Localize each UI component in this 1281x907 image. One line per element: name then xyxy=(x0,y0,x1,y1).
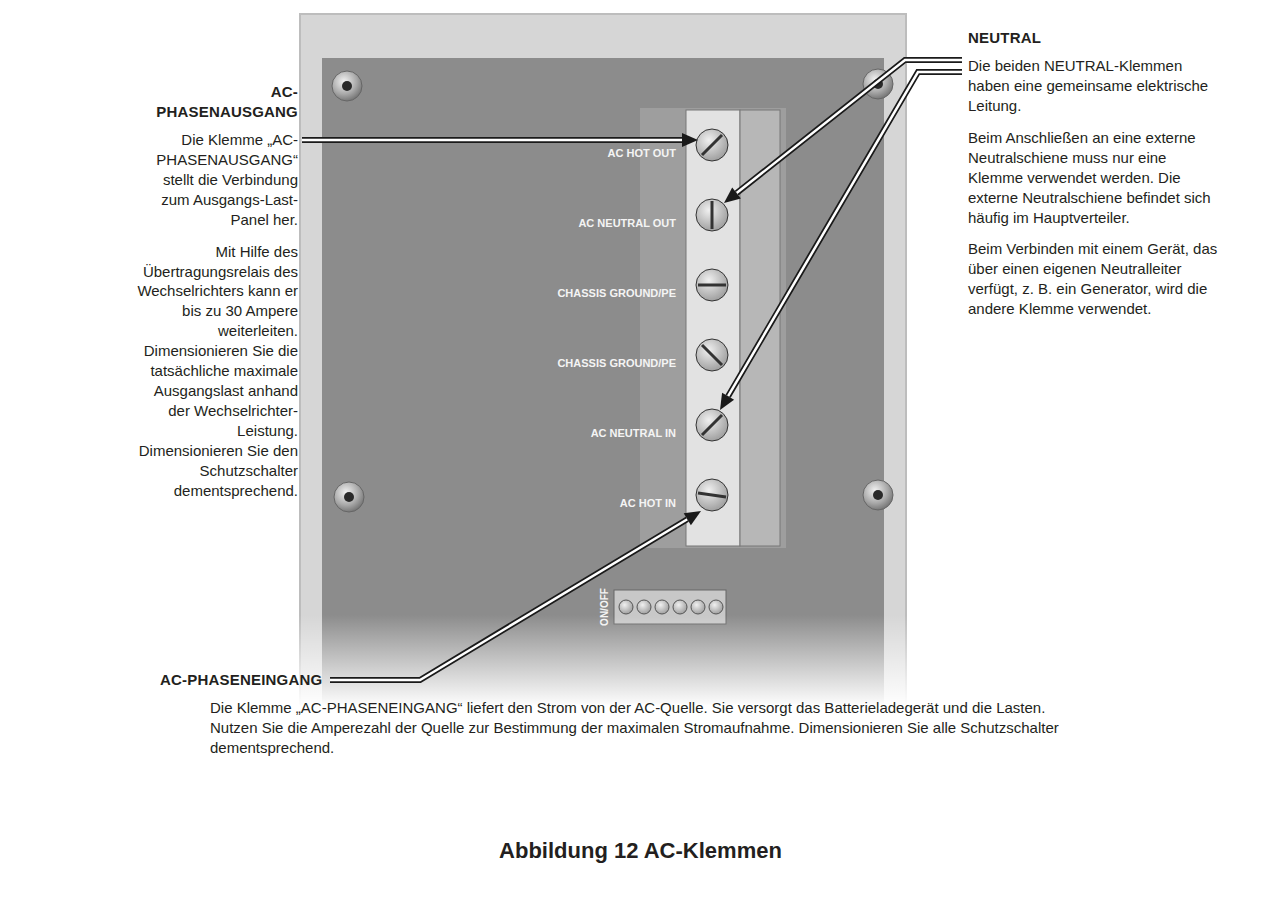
callout-text: Mit Hilfe des Übertragungsrelais des Wec… xyxy=(136,242,298,501)
illustration-part xyxy=(302,139,684,142)
illustration-part xyxy=(728,72,962,396)
illustration-part xyxy=(696,409,728,441)
illustration-part xyxy=(696,339,728,371)
callout-text: Die Klemme „AC-PHASENEINGANG“ liefert de… xyxy=(210,698,1080,758)
terminal-label: CHASSIS GROUND/PE xyxy=(476,286,676,300)
illustration-part xyxy=(702,415,722,435)
illustration-part xyxy=(696,479,728,511)
illustration-part xyxy=(737,60,962,193)
callout-input: AC-PHASENEINGANG Die Klemme „AC-PHASENEIN… xyxy=(160,670,1080,770)
illustration-part xyxy=(686,110,740,546)
illustration-part xyxy=(702,135,722,155)
illustration-part xyxy=(873,490,883,500)
illustration-part xyxy=(698,284,726,287)
illustration-part xyxy=(863,480,893,510)
illustration-part xyxy=(711,201,714,229)
illustration-part xyxy=(691,600,705,614)
illustration-part xyxy=(673,600,687,614)
illustration-part xyxy=(300,14,906,704)
panel-fade xyxy=(298,615,910,707)
illustration-part xyxy=(724,188,741,203)
callout-text: Die Klemme „AC-PHASENAUSGANG“ stellt die… xyxy=(136,130,298,230)
callout-neutral: NEUTRAL Die beiden NEUTRAL-Klemmen haben … xyxy=(968,28,1218,331)
illustration-part xyxy=(344,492,354,502)
terminal-label: AC HOT OUT xyxy=(476,146,676,160)
illustration-part xyxy=(728,72,962,396)
illustration-part xyxy=(737,60,962,193)
illustration-part xyxy=(709,600,723,614)
illustration-part xyxy=(696,199,728,231)
illustration-part xyxy=(655,600,669,614)
illustration-part xyxy=(330,519,687,680)
illustration-part xyxy=(322,58,884,704)
terminal-screws xyxy=(696,129,728,511)
device-panel xyxy=(300,14,906,704)
illustration-part xyxy=(619,600,633,614)
terminal-label: AC NEUTRAL IN xyxy=(476,426,676,440)
connector-label: ON/OFF xyxy=(598,585,612,629)
illustration-part xyxy=(332,71,362,101)
illustration-part xyxy=(302,137,684,143)
illustration-part xyxy=(330,519,687,680)
illustration-part xyxy=(696,129,728,161)
callout-text: Die beiden NEUTRAL-Klemmen haben eine ge… xyxy=(968,56,1218,116)
callout-text: Beim Anschließen an eine externe Neutral… xyxy=(968,128,1218,228)
callout-heading: AC-PHASENAUSGANG xyxy=(136,82,298,122)
callout-output: AC-PHASENAUSGANG Die Klemme „AC-PHASENAUS… xyxy=(136,82,298,513)
illustration-part xyxy=(696,269,728,301)
callout-text: Beim Verbinden mit einem Gerät, das über… xyxy=(968,239,1218,319)
illustration-part xyxy=(684,511,701,525)
illustration-part xyxy=(334,482,364,512)
illustration-part xyxy=(682,133,698,147)
illustration-part xyxy=(698,493,726,497)
terminal-label: CHASSIS GROUND/PE xyxy=(476,356,676,370)
callout-heading: NEUTRAL xyxy=(968,28,1218,48)
terminal-label: AC HOT IN xyxy=(476,496,676,510)
figure-caption: Abbildung 12 AC-Klemmen xyxy=(0,838,1281,864)
illustration-part xyxy=(720,393,734,410)
terminal-label: AC NEUTRAL OUT xyxy=(476,216,676,230)
illustration-part xyxy=(637,600,651,614)
leader-lines xyxy=(302,60,962,680)
illustration-part xyxy=(342,81,352,91)
callout-heading: AC-PHASENEINGANG xyxy=(160,670,1080,690)
illustration-part xyxy=(702,345,722,365)
